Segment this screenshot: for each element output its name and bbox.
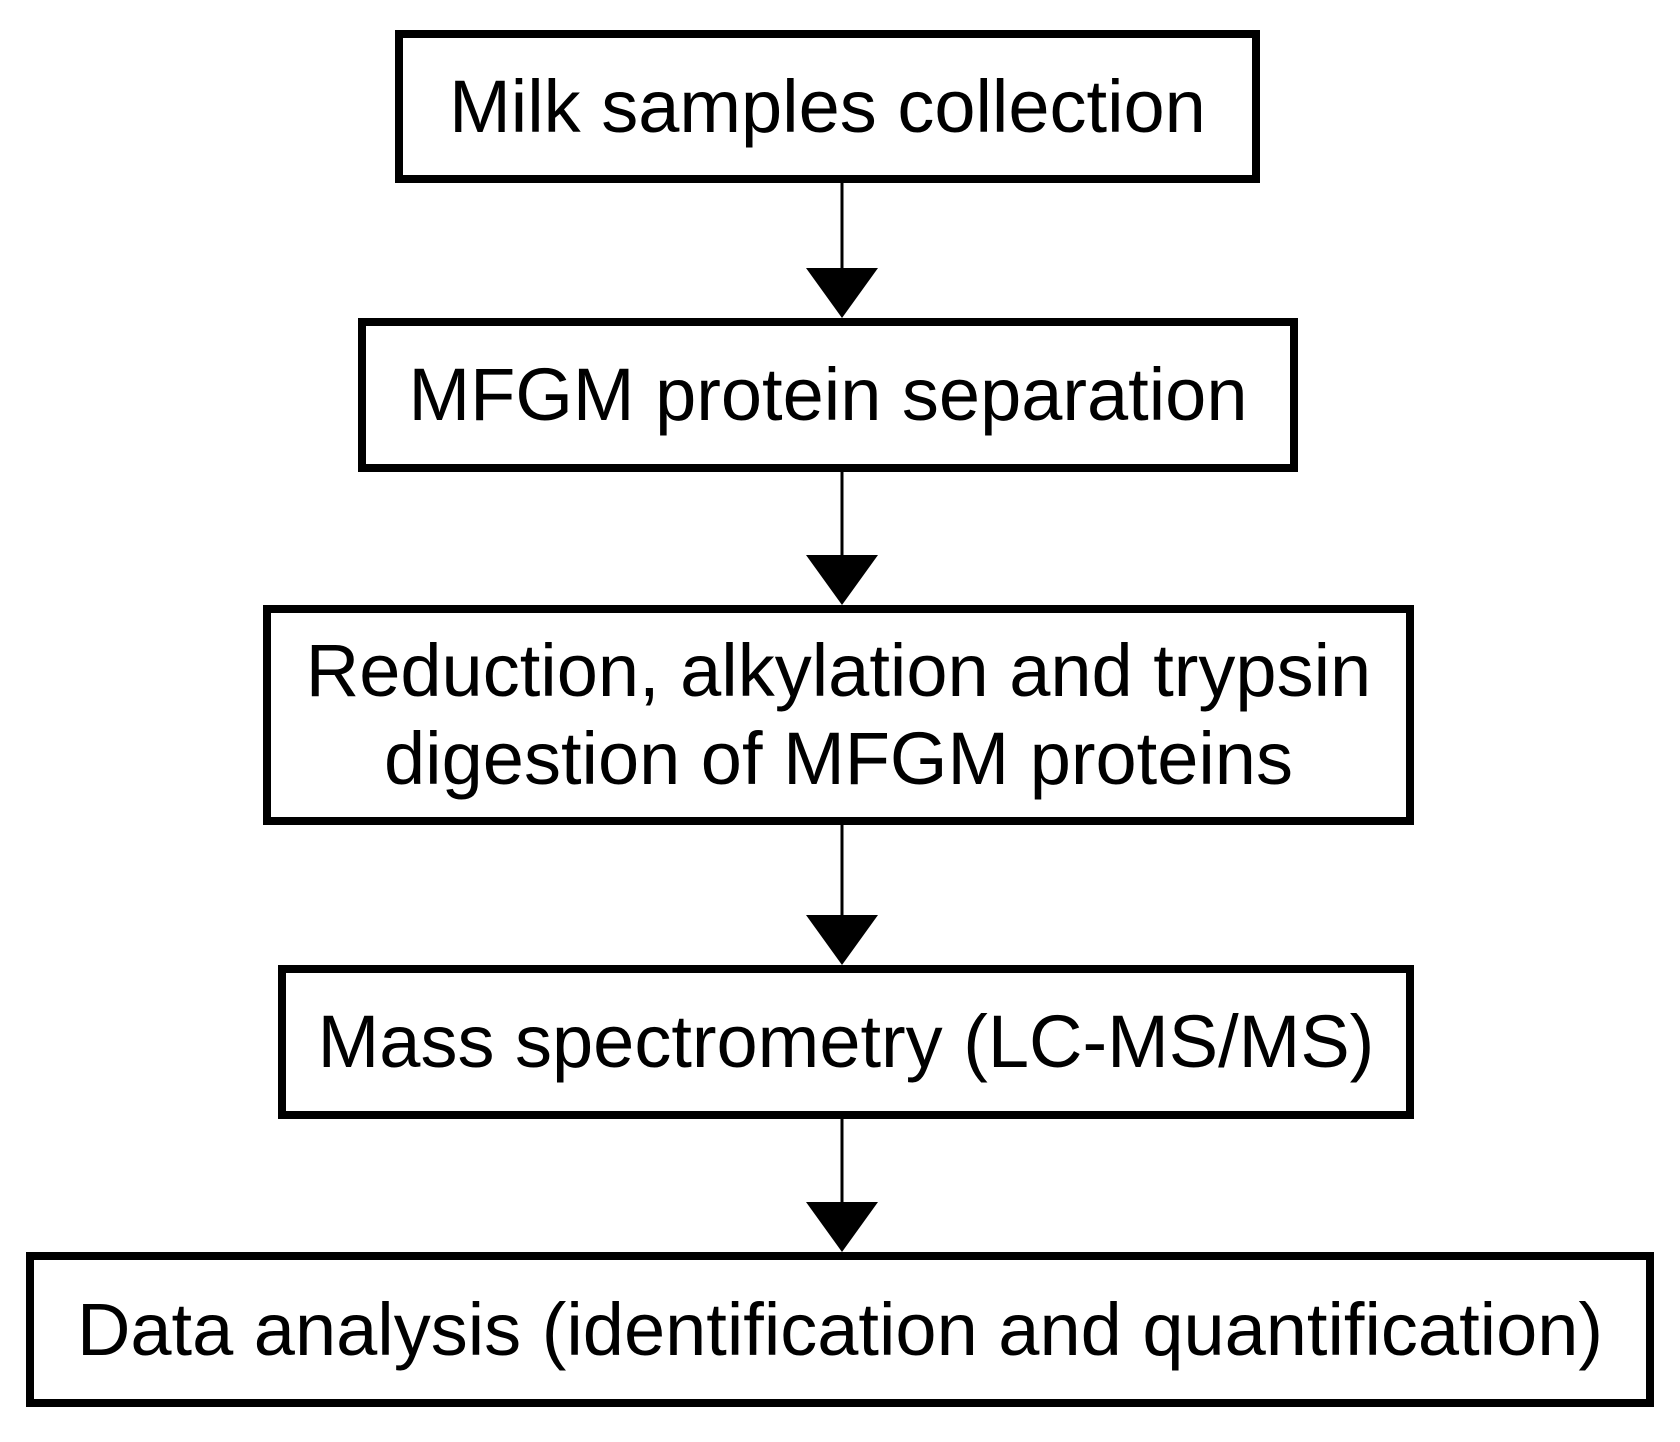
step-reduction-alkylation-digestion: Reduction, alkylation and trypsin digest… xyxy=(263,605,1414,825)
step-mass-spectrometry: Mass spectrometry (LC-MS/MS) xyxy=(278,965,1414,1119)
arrow-4 xyxy=(806,1119,878,1252)
step-label-line-1: Reduction, alkylation and trypsin xyxy=(305,629,1372,712)
step-label: Mass spectrometry (LC-MS/MS) xyxy=(317,1000,1375,1083)
step-label: MFGM protein separation xyxy=(408,353,1248,436)
arrow-down-icon xyxy=(806,915,878,965)
step-data-analysis: Data analysis (identification and quanti… xyxy=(26,1252,1654,1407)
step-label: Data analysis (identification and quanti… xyxy=(76,1287,1604,1371)
arrow-2 xyxy=(806,472,878,605)
arrow-3 xyxy=(806,825,878,965)
step-label-line-2: digestion of MFGM proteins xyxy=(384,717,1293,800)
arrow-down-icon xyxy=(806,555,878,605)
arrow-1 xyxy=(806,183,878,318)
arrow-down-icon xyxy=(806,1202,878,1252)
arrow-down-icon xyxy=(806,268,878,318)
step-label: Milk samples collection xyxy=(449,64,1206,148)
step-mfgm-protein-separation: MFGM protein separation xyxy=(358,318,1298,472)
step-milk-samples-collection: Milk samples collection xyxy=(395,30,1260,183)
